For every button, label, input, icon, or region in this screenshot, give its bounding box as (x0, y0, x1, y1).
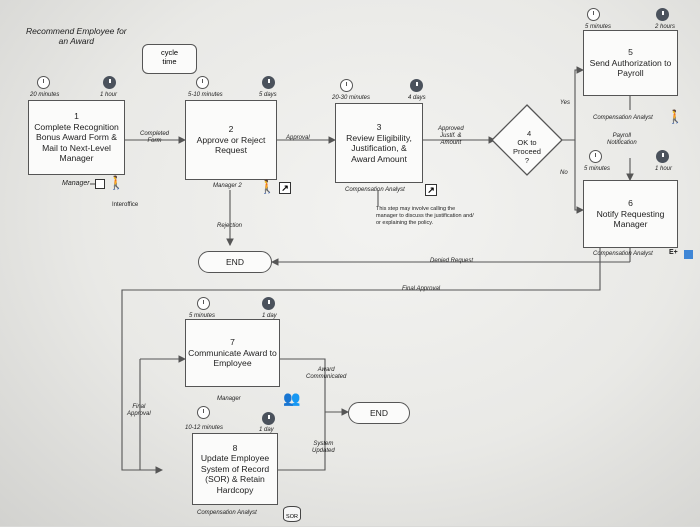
approved-label: Approved Justif. & Amount (438, 126, 464, 146)
calendar-clock-icon (262, 76, 275, 89)
step2-cycle-time: 5 days (259, 92, 277, 98)
step5-touch-time: 5 minutes (585, 24, 612, 30)
calendar-clock-icon (656, 150, 669, 163)
step7-label: Communicate Award to Employee (188, 347, 277, 369)
step3-label: Review Eligibility, Justification, & Awa… (346, 132, 412, 164)
phone-icon: ↗ (425, 184, 437, 196)
step2-touch-time: 5-10 minutes (188, 92, 223, 98)
calendar-clock-icon (103, 76, 116, 89)
step6-box[interactable]: 6 Notify Requesting Manager (583, 180, 678, 248)
step7-touch-time: 5 minutes (189, 313, 216, 319)
step1-label: Complete Recognition Bonus Award Form & … (34, 121, 119, 164)
interoffice-label: Interoffice (112, 202, 139, 208)
completed-form-label: Completed Form (140, 131, 170, 144)
final-approval-left-label: Final Approval (127, 404, 151, 417)
step6-number: 6 (628, 198, 633, 209)
step7-number: 7 (230, 337, 235, 348)
payroll-notification-label: Payroll Notification (607, 133, 637, 146)
step6-cycle-time: 1 hour (655, 166, 673, 172)
step1-box[interactable]: 1 Complete Recognition Bonus Award Form … (28, 100, 125, 175)
decision-number: 4 (527, 129, 532, 138)
step7-box[interactable]: 7 Communicate Award to Employee (185, 319, 280, 387)
step1-role: Manager (62, 180, 90, 187)
step8-touch-time: 10-12 minutes (185, 425, 224, 431)
page-title: Recommend Employee for an Award (26, 26, 127, 46)
step6-label: Notify Requesting Manager (596, 208, 665, 230)
step3-role: Compensation Analyst (345, 187, 405, 193)
blue-square-icon (684, 250, 693, 259)
system-updated-label: System Updated (312, 441, 335, 454)
clock-icon (197, 297, 210, 310)
edge-8-end (278, 412, 326, 471)
decision-diamond-shape (491, 104, 563, 176)
envelope-icon (95, 179, 105, 189)
clock-icon (340, 79, 353, 92)
clock-icon (196, 76, 209, 89)
step3-touch-time: 20-30 minutes (332, 95, 371, 101)
step8-label: Update Employee System of Record (SOR) &… (200, 453, 270, 495)
walking-person-icon: 🚶 (259, 179, 276, 194)
people-meeting-icon: 👥 (283, 390, 301, 406)
step5-label: Send Authorization to Payroll (589, 57, 672, 79)
calendar-clock-icon (262, 412, 275, 425)
step1-touch-time: 20 minutes (30, 92, 60, 98)
clock-icon (37, 76, 50, 89)
phone-icon: ↗ (279, 182, 291, 194)
step5-number: 5 (628, 47, 633, 58)
calendar-clock-icon (656, 8, 669, 21)
walking-person-icon: 🚶 (108, 175, 125, 190)
approval-label: Approval (286, 135, 310, 141)
step8-role: Compensation Analyst (197, 510, 257, 516)
no-label: No (560, 170, 568, 176)
rejection-label: Rejection (217, 223, 243, 229)
step5-role: Compensation Analyst (593, 115, 653, 121)
step6-touch-time: 5 minutes (584, 166, 611, 172)
clock-icon (197, 406, 210, 419)
step5-box[interactable]: 5 Send Authorization to Payroll (583, 30, 678, 96)
decision-text: OK to Proceed ? (513, 138, 541, 165)
edge-4-5 (560, 66, 585, 141)
calendar-clock-icon (262, 297, 275, 310)
clock-icon (589, 150, 602, 163)
step7-cycle-time: 1 day (262, 313, 277, 319)
end-terminal-1: END (198, 251, 272, 273)
edge-7-end (280, 358, 326, 412)
step3-number: 3 (376, 122, 382, 132)
step1-cycle-time: 1 hour (100, 92, 118, 98)
database-icon: SOR (283, 506, 301, 522)
step7-role: Manager (217, 396, 241, 402)
step1-number: 1 (74, 111, 79, 122)
step8-number: 8 (232, 442, 238, 453)
edge-final-approval-8 (121, 248, 601, 474)
step2-number: 2 (228, 124, 234, 135)
step3-box[interactable]: 3 Review Eligibility, Justification, & A… (335, 103, 423, 183)
end-terminal-2: END (348, 402, 410, 424)
e-plus-label: E+ (669, 249, 678, 256)
clock-icon (587, 8, 600, 21)
cycle-time-callout: cycle time (142, 44, 197, 74)
denied-request-label: Denied Request (430, 258, 474, 264)
award-communicated-label: Award Communicated (306, 367, 347, 380)
step3-cycle-time: 4 days (408, 95, 426, 101)
calendar-clock-icon (410, 79, 423, 92)
walking-person-icon: 🚶 (667, 109, 684, 124)
yes-label: Yes (560, 100, 571, 106)
step3-note: This step may involve calling the manage… (376, 206, 474, 226)
step2-label: Approve or Reject Request (196, 134, 266, 156)
step8-box[interactable]: 8 Update Employee System of Record (SOR)… (192, 433, 278, 505)
final-approval-label: Final Approval (402, 286, 441, 292)
step2-box[interactable]: 2 Approve or Reject Request (185, 100, 277, 180)
edge-4-6 (574, 140, 585, 214)
step6-role: Compensation Analyst (593, 251, 653, 257)
step5-cycle-time: 2 hours (655, 24, 676, 30)
step8-cycle-time: 1 day (259, 427, 274, 433)
step2-role: Manager 2 (213, 183, 242, 189)
